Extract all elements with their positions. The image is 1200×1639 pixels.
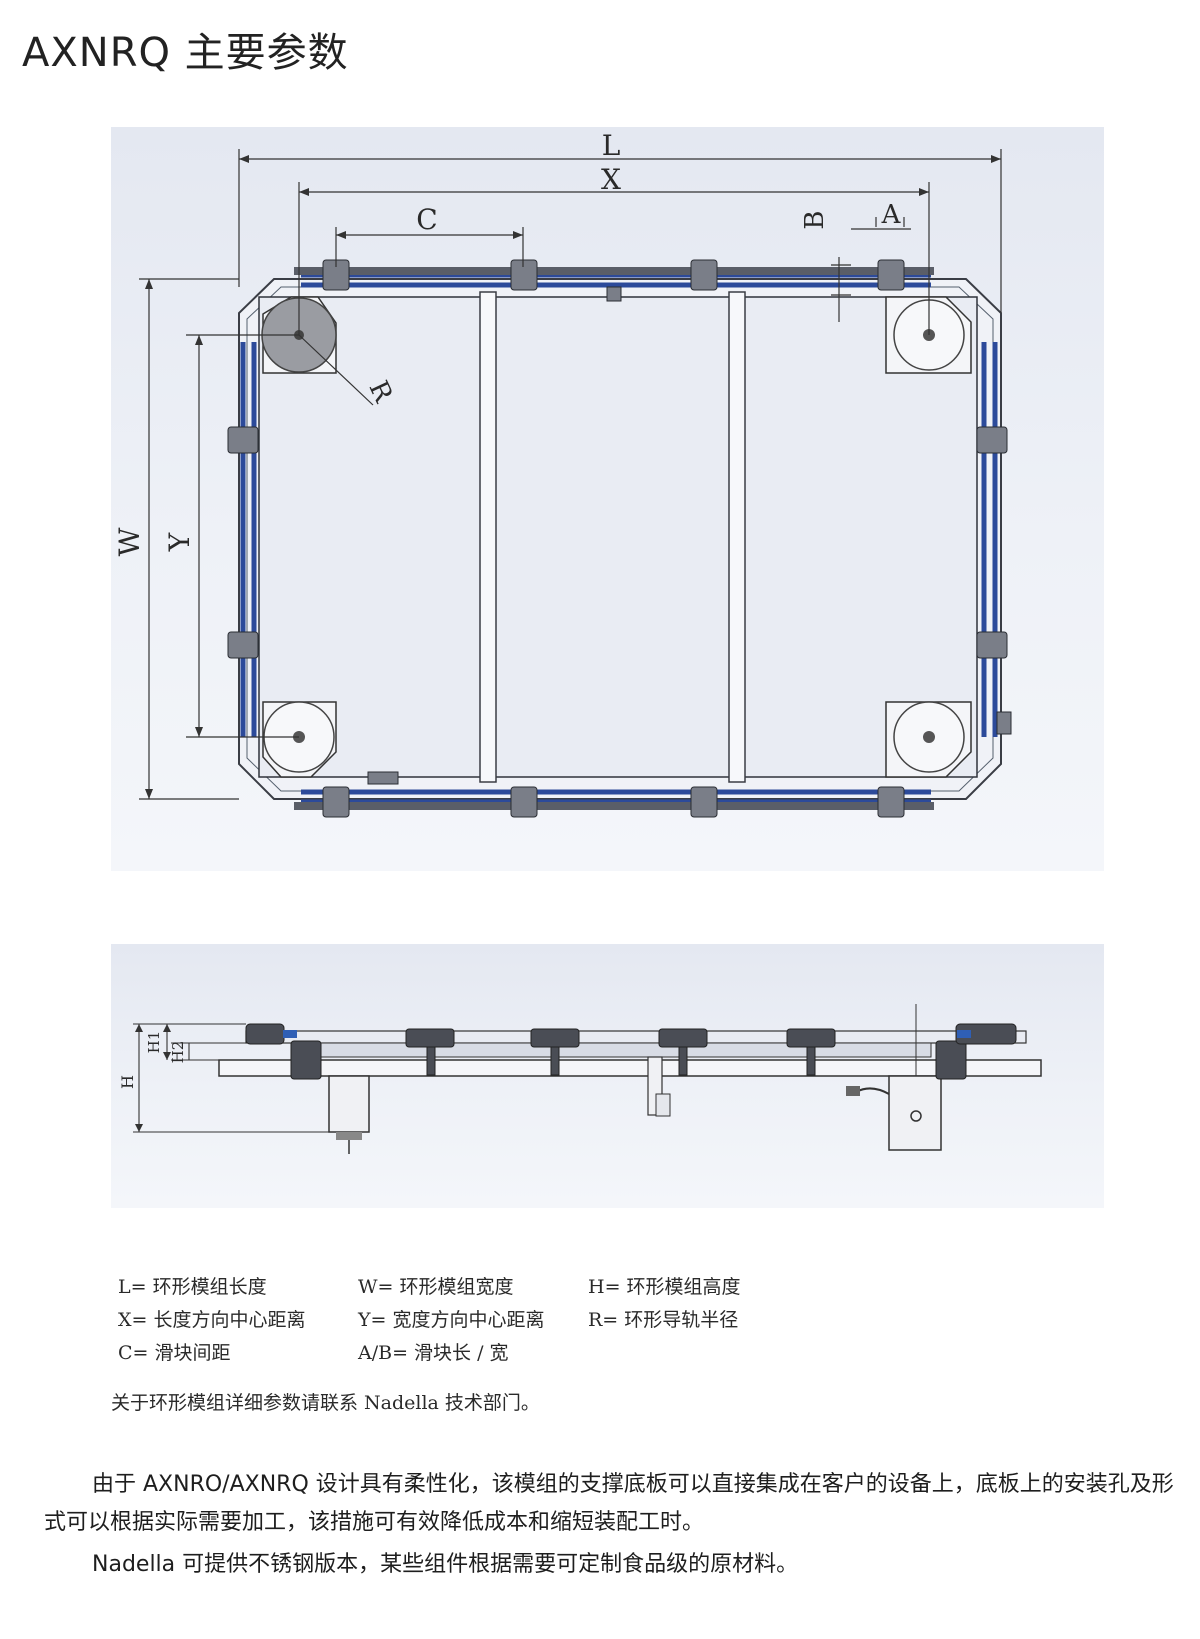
legend-item-C: C= 滑块间距 (118, 1342, 231, 1364)
dimension-arrows (145, 155, 1001, 799)
top-rail (245, 1030, 1027, 1044)
dim-label-X: X (601, 163, 621, 196)
rail-left (240, 342, 257, 737)
side-view-drawing: H H1 H2 (111, 944, 1104, 1208)
beam-left (479, 291, 497, 783)
inner-plate (258, 296, 978, 778)
dim-label-H2: H2 (169, 1041, 187, 1064)
page-title: AXNRQ 主要参数 (22, 30, 349, 76)
dim-label-H1: H1 (145, 1031, 163, 1054)
blue-markers (283, 1030, 971, 1038)
pulley-bottom-right (885, 701, 972, 778)
mid-beam (300, 1042, 932, 1058)
dim-label-H: H (118, 1075, 137, 1089)
legend-item-AB: A/B= 滑块长 / 宽 (358, 1342, 509, 1364)
legend-row: X= 长度方向中心距离 Y= 宽度方向中心距离 R= 环形导轨半径 (118, 1305, 818, 1338)
dim-label-Y: Y (163, 532, 196, 552)
paragraph-stainless: Nadella 可提供不锈钢版本，某些组件根据需要可定制食品级的原材料。 (92, 1552, 799, 1577)
legend-item-R: R= 环形导轨半径 (588, 1309, 739, 1331)
dim-label-A: A (881, 200, 902, 230)
base-plate (218, 1059, 1042, 1077)
legend-item-H: H= 环形模组高度 (588, 1276, 741, 1298)
top-edge (294, 267, 934, 275)
dimension-lines (139, 149, 1002, 800)
left-motor-base (336, 1132, 362, 1140)
cable (855, 1087, 890, 1095)
top-view-svg: L X C A B W Y R (113, 129, 1012, 818)
rail-right (981, 342, 998, 737)
side-sliders (245, 1023, 1017, 1080)
paragraph-design: 由于 AXNRO/AXNRQ 设计具有柔性化，该模组的支撑底板可以直接集成在客户… (44, 1472, 1174, 1535)
legend-row: L= 环形模组长度 W= 环形模组宽度 H= 环形模组高度 (118, 1272, 818, 1305)
dim-label-W: W (113, 527, 146, 556)
right-motor (888, 1075, 942, 1151)
legend-item-Y: Y= 宽度方向中心距离 (358, 1309, 545, 1331)
beam-right (728, 291, 746, 783)
contact-note: 关于环形模组详细参数请联系 Nadella 技术部门。 (111, 1392, 540, 1414)
left-motor (328, 1075, 370, 1133)
legend-item-L: L= 环形模组长度 (118, 1276, 267, 1298)
top-view-drawing: L X C A B W Y R (111, 127, 1104, 871)
legend-item-X: X= 长度方向中心距离 (118, 1309, 306, 1331)
dim-label-B: B (800, 210, 830, 229)
bottom-edge (294, 802, 934, 810)
side-dimension-arrows (135, 1024, 171, 1132)
dim-label-C: C (416, 203, 437, 236)
side-dimension-lines (133, 1023, 336, 1133)
dim-label-L: L (602, 129, 621, 162)
parameter-legend: L= 环形模组长度 W= 环形模组宽度 H= 环形模组高度 X= 长度方向中心距… (118, 1272, 818, 1371)
legend-item-W: W= 环形模组宽度 (358, 1276, 514, 1298)
legend-row: C= 滑块间距 A/B= 滑块长 / 宽 (118, 1338, 818, 1371)
side-view-svg: H H1 H2 (118, 1004, 1042, 1154)
sliders (227, 259, 1012, 818)
